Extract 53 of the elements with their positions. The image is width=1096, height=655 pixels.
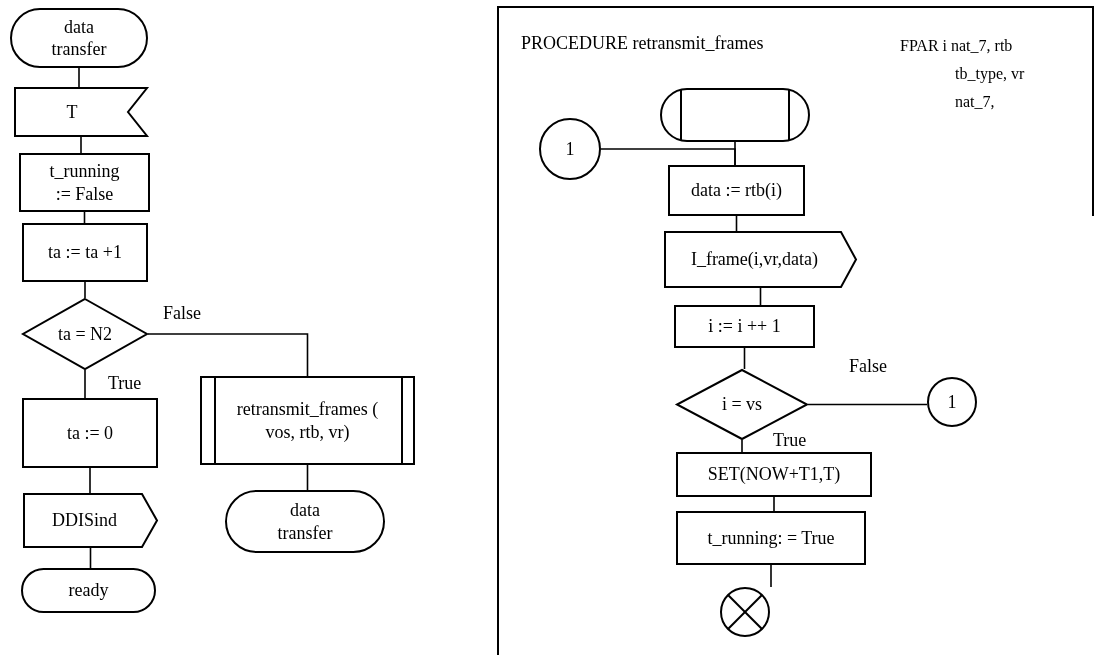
connector-line	[84, 281, 86, 299]
input-signal-symbol	[14, 87, 148, 137]
output-signal-symbol	[664, 231, 857, 288]
procedure-heading: PROCEDURE retransmit_frames	[521, 32, 764, 55]
decision-diamond	[22, 298, 148, 370]
node-label: ta := 0	[66, 421, 114, 445]
task-box	[22, 223, 148, 282]
connector-line	[84, 369, 86, 399]
connector-line	[89, 547, 92, 569]
connector-line	[306, 464, 309, 491]
node-label: data := rtb(i)	[690, 179, 783, 202]
node-label: DDISind	[52, 509, 117, 532]
task-box	[676, 452, 872, 497]
connector-line	[770, 564, 772, 588]
connector-line	[773, 496, 775, 512]
node-label: data transfer	[50, 15, 108, 61]
node-label: retransmit_frames ( vos, rtb, vr)	[235, 398, 380, 443]
connector-line	[80, 136, 82, 154]
connector-line	[600, 148, 736, 166]
task-box	[668, 165, 805, 216]
procedure-start-symbol	[660, 88, 810, 142]
connector-circle	[539, 118, 601, 180]
node-label: i := i ++ 1	[708, 315, 781, 338]
connector-line	[741, 439, 743, 453]
task-box	[22, 398, 158, 468]
node-label: 1	[947, 390, 957, 414]
task-box	[676, 511, 866, 565]
connector-line	[743, 347, 746, 370]
node-label: t_running: = True	[707, 526, 835, 550]
connector-line	[147, 333, 309, 377]
task-box	[674, 305, 815, 348]
connector-line	[89, 467, 91, 494]
node-label: 1	[565, 137, 575, 161]
procedure-call-box	[200, 376, 415, 465]
node-label: T	[66, 100, 78, 124]
node-label: data transfer	[276, 499, 334, 544]
output-signal-symbol	[23, 493, 158, 548]
connector-line	[78, 67, 80, 88]
node-label: SET(NOW+T1,T)	[707, 463, 841, 486]
node-label: t_running := False	[48, 160, 121, 205]
procedure-frame	[497, 6, 1096, 655]
node-label: ta := ta +1	[48, 241, 122, 264]
node-label: ready	[68, 579, 109, 602]
state-symbol	[10, 8, 148, 68]
state-symbol	[21, 568, 156, 613]
node-label: i = vs	[721, 393, 763, 416]
node-label: I_frame(i,vr,data)	[690, 248, 819, 271]
formal-parameters: FPAR i nat_7, rtb tb_type, vr nat_7,	[900, 36, 1026, 112]
connector-circle	[927, 377, 977, 427]
connector-line	[807, 403, 928, 406]
task-box	[19, 153, 150, 212]
node-label: ta = N2	[57, 322, 113, 346]
return-symbol	[720, 587, 770, 637]
